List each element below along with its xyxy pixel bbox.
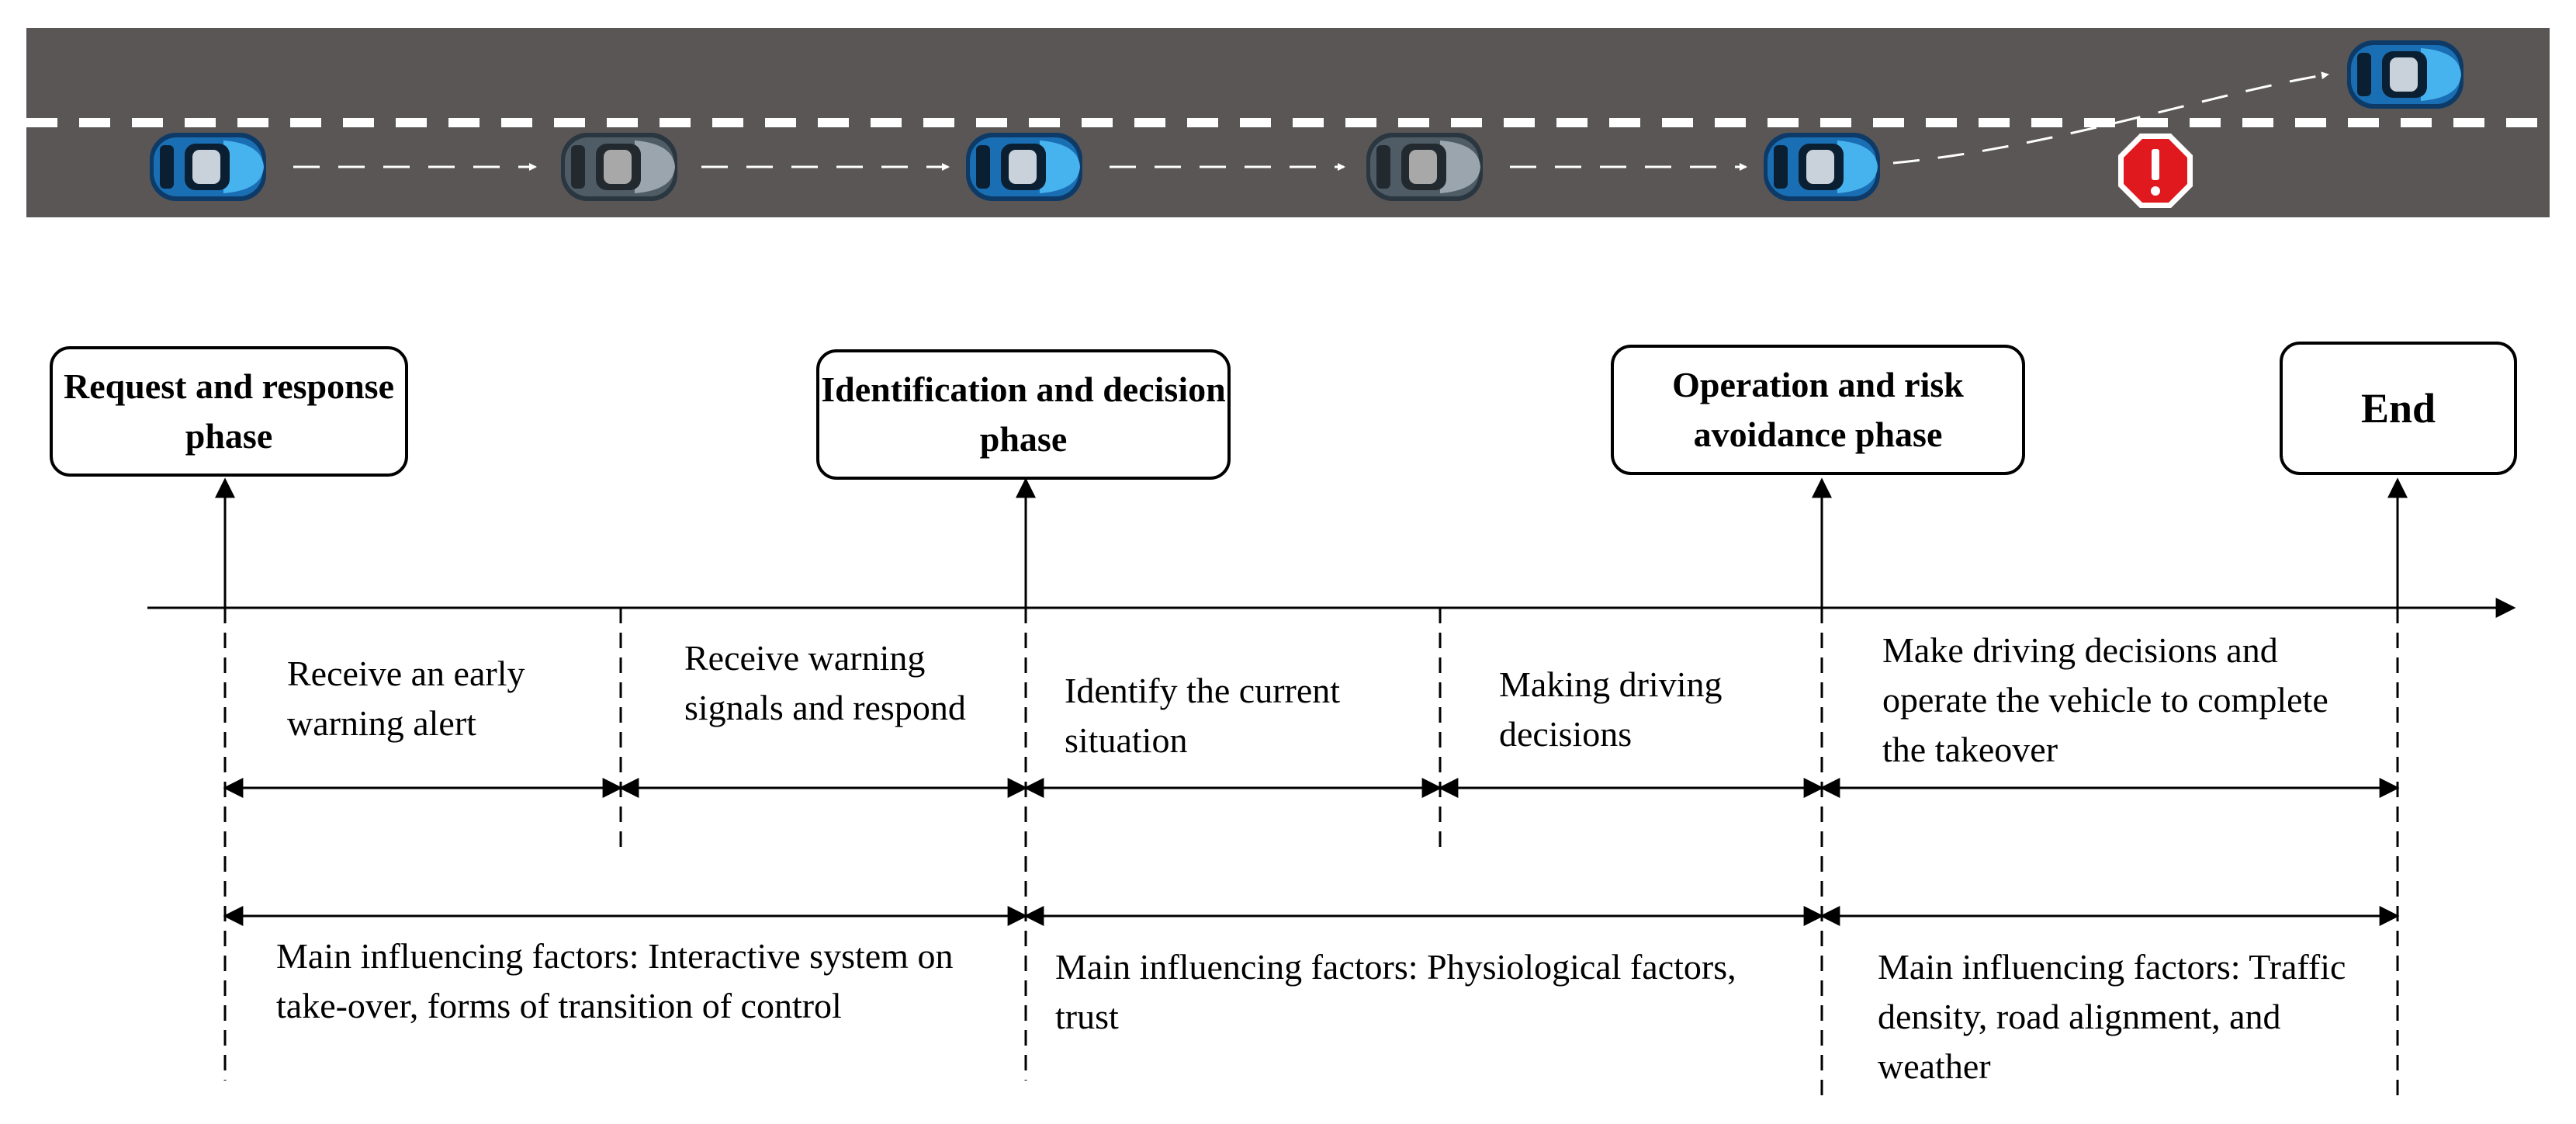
phase-box-end: End [2280, 342, 2517, 475]
step-label-warning-signals: Receive warning signals and respond [684, 638, 966, 727]
step-label-identify-situation: Identify the current situation [1065, 671, 1341, 760]
phase-label: Request and response phase [64, 366, 394, 456]
lane-change-arrow [1892, 71, 2329, 165]
car-icon [2347, 40, 2463, 109]
car-icon [1764, 133, 1880, 201]
warning-stop-sign-icon [2118, 134, 2193, 208]
road [26, 28, 2550, 217]
phase-label: Operation and risk avoidance phase [1672, 365, 1964, 454]
phase-box-request: Request and response phase [50, 346, 408, 477]
phase-box-operation: Operation and risk avoidance phase [1611, 345, 2025, 475]
ghost-car-icon [561, 133, 677, 201]
factor-label-operation: Main influencing factors: Traffic densit… [1878, 947, 2346, 1086]
phase-label: Identification and decision phase [821, 369, 1226, 459]
step-label-early-warning: Receive an early warning alert [287, 654, 525, 743]
step-label-complete-takeover: Make driving decisions and operate the v… [1882, 630, 2328, 769]
car-icon [150, 133, 266, 201]
factor-label-request: Main influencing factors: Interactive sy… [276, 936, 954, 1025]
step-label-driving-decisions: Making driving decisions [1499, 664, 1723, 754]
factor-label-identification: Main influencing factors: Physiological … [1055, 947, 1736, 1036]
ghost-car-icon [1366, 133, 1483, 201]
phase-label: End [2360, 385, 2436, 432]
phase-box-identification: Identification and decision phase [816, 349, 1231, 480]
car-icon [966, 133, 1082, 201]
